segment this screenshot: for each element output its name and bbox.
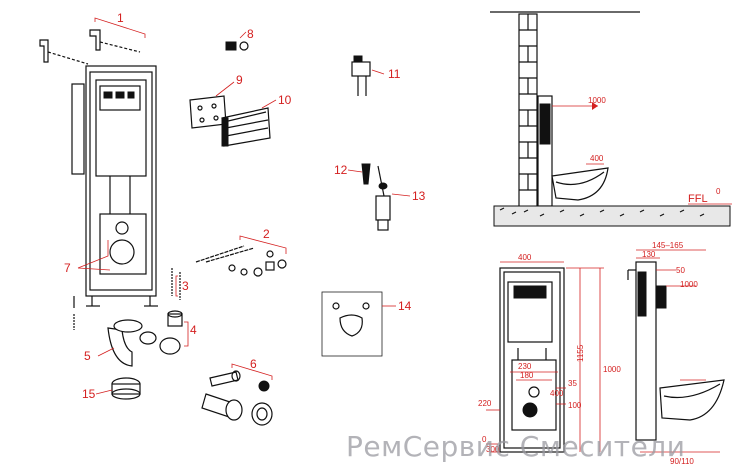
dim-230: 230 (518, 362, 532, 371)
part-1-anchor-bolts (39, 29, 141, 65)
dim-100: 100 (568, 401, 582, 410)
installation-frame (71, 65, 158, 307)
callout-11: 11 (388, 67, 401, 81)
callout-14: 14 (398, 299, 412, 313)
dim-220: 220 (478, 399, 492, 408)
callout-15: 15 (82, 387, 96, 401)
callout-4: 4 (190, 323, 197, 337)
dim-width-top: 400 (518, 253, 532, 262)
callout-2: 2 (263, 227, 270, 241)
side-view-dimension-lines (636, 249, 720, 453)
elevation-toilet (551, 163, 609, 201)
elevation-floor (493, 203, 732, 227)
callout-7: 7 (64, 261, 71, 275)
dim-300: 300 (486, 445, 500, 454)
floor-value: 0 (716, 187, 721, 196)
dim-depth-range: 145–165 (652, 241, 684, 250)
front-view-dimension-lines (486, 261, 604, 453)
callout-9: 9 (236, 73, 243, 87)
part-6-flush-pipes (201, 370, 273, 426)
elevation-dim-400: 400 (590, 154, 604, 163)
front-view-frame (499, 267, 565, 453)
part-5-drain-bend (107, 319, 143, 367)
elevation-dim-1000: 1000 (588, 96, 606, 105)
dim-0: 0 (482, 435, 487, 444)
part-13-flush-valve (375, 165, 391, 231)
part-3-bolts (171, 268, 181, 300)
dim-1000-side: 1000 (680, 280, 698, 289)
part-14-sound-pad (321, 291, 383, 357)
part-8-valve (225, 41, 249, 51)
callout-6: 6 (250, 357, 257, 371)
dim-50: 50 (676, 266, 685, 275)
part-11-inlet-valve (351, 55, 371, 96)
dim-400: 400 (550, 389, 564, 398)
part-12-clip (361, 163, 371, 185)
dim-1155: 1155 (576, 344, 585, 362)
dim-130: 130 (642, 250, 656, 259)
dim-35: 35 (568, 379, 577, 388)
callout-3: 3 (182, 279, 189, 293)
side-view-frame (627, 261, 725, 441)
callout-13: 13 (412, 189, 426, 203)
watermark-text: РемСервис Смесители (346, 430, 685, 463)
dim-1000: 1000 (603, 365, 621, 374)
part-10-service-box (221, 107, 271, 147)
floor-label: FFL (688, 193, 708, 205)
part-4-pipe-connectors (139, 310, 183, 355)
part-2-studs (195, 245, 287, 277)
callout-12: 12 (334, 163, 348, 177)
callout-5: 5 (84, 349, 91, 363)
dim-depth-bottom: 90/110 (670, 457, 694, 466)
callout-10: 10 (278, 93, 292, 107)
part-15-drain-ring (111, 377, 141, 400)
dim-180: 180 (520, 371, 534, 380)
part-9-mounting-plate (189, 95, 227, 129)
callout-8: 8 (247, 27, 254, 41)
callout-1: 1 (117, 11, 124, 25)
